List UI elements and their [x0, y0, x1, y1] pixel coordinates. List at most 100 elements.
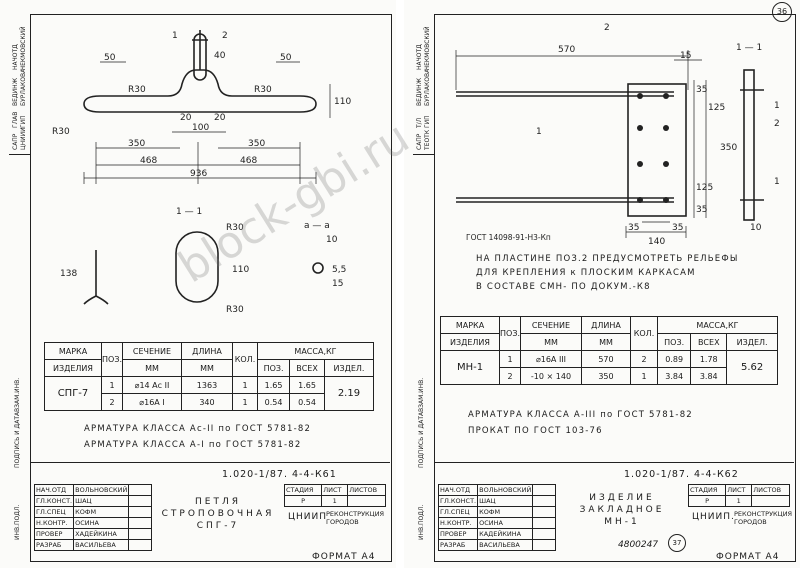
plate-hole [637, 125, 643, 131]
right-dim-140 [625, 221, 687, 238]
tb-role: Н.КОНТР. [33, 517, 75, 529]
tb-role: НАЧ.ОТД [33, 484, 75, 496]
tb-name: ВАСИЛЬЕВА [73, 539, 130, 551]
right-spec-h-marka: МАРКА [440, 316, 500, 334]
tb-sign [128, 528, 152, 540]
tb-name: ХАДЕЙКИНА [73, 528, 130, 540]
right-spec-h-massa: МАССА,КГ [656, 316, 779, 334]
tb-role: РАЗРАБ [33, 539, 75, 551]
right-spec-total: 5.62 [726, 350, 778, 385]
left-side-strip [9, 14, 31, 560]
plate-hole [663, 93, 669, 99]
page-number-top: 36 [772, 2, 792, 22]
r-lbl-pos2: 2 [604, 23, 610, 33]
right-spec-h-vseh: ВСЕХ [690, 333, 728, 351]
plate-hole [637, 93, 643, 99]
right-stamp-number: 4800247 [618, 540, 659, 550]
lbl-d20a: 20 [180, 113, 192, 123]
r-lbl-d35b: 35 [696, 205, 707, 215]
tb-sign [532, 506, 556, 518]
right-note-line-2: В СОСТАВЕ СМН- ПО ДОКУМ.-К8 [476, 282, 651, 292]
section-loop [175, 231, 219, 303]
table-cell: 1 [231, 393, 258, 411]
right-dim-570 [455, 50, 702, 90]
lbl-d468b: 468 [240, 156, 257, 166]
left-spec-h-dlina: ДЛИНА [180, 342, 233, 360]
table-cell: ⌀14 Ас II [121, 376, 182, 394]
loop-bar [83, 69, 317, 113]
left-dim-ticks [83, 142, 317, 184]
tb-sign [128, 484, 152, 496]
plate-hole [637, 161, 643, 167]
table-cell: 0.54 [256, 393, 291, 411]
right-note-line-0: НА ПЛАСТИНЕ ПОЗ.2 ПРЕДУСМОТРЕТЬ РЕЛЬЕФЫ [476, 254, 739, 264]
right-side-strip [413, 14, 435, 560]
left-org2: РЕКОНСТРУКЦИЯ ГОРОДОВ [326, 510, 385, 526]
left-spec-h-sech: СЕЧЕНИЕ [121, 342, 182, 360]
left-doc-code: 1.020-1/87. 4-4-К61 [222, 469, 337, 480]
tb-sign [532, 539, 556, 551]
right-side-top-block [413, 14, 435, 155]
lbl-pos1: 1 [172, 31, 178, 41]
r-lbl-pos1c: 1 [774, 177, 780, 187]
section-bar [83, 250, 109, 305]
table-row: 1 [499, 350, 521, 368]
table-cell: -10 × 140 [519, 367, 582, 385]
mn-section-plate [743, 69, 755, 221]
right-spec-h-poz: ПОЗ. [499, 316, 521, 351]
left-note-0: АРМАТУРА КЛАССА Ас-II по ГОСТ 5781-82 [84, 424, 312, 434]
right-listov [751, 495, 790, 507]
right-spec-h-sech: СЕЧЕНИЕ [519, 316, 582, 334]
plate-hole [663, 161, 669, 167]
right-drawing: 570 15 1 — 1 1 2 1 1 2 35 125 350 125 35… [455, 23, 780, 247]
table-cell: 0.54 [289, 393, 325, 411]
table-cell: 2 [629, 350, 658, 368]
lbl-r30c: R30 [52, 127, 70, 137]
left-title-line-2: СПГ-7 [196, 521, 240, 531]
right-spec-mark: МН-1 [440, 350, 500, 385]
right-spec-h-kol: КОЛ. [629, 316, 658, 351]
tb-name: КОФМ [73, 506, 130, 518]
r-lbl-d125b: 125 [696, 183, 713, 193]
lbl-secaa: а — а [304, 221, 330, 231]
right-sheet: САПР ТЕОТК Т/Л ГИП ВЕДИНЖ БУРЛАКОВА НАЧО… [404, 0, 800, 568]
left-spec-h-massa: МАССА,КГ [256, 342, 375, 360]
lbl-d55: 5,5 [332, 265, 346, 275]
table-cell: 1 [629, 367, 658, 385]
right-note-1: ПРОКАТ ПО ГОСТ 103-76 [468, 426, 603, 436]
left-spec-h-poz2: ПОЗ. [256, 359, 291, 377]
right-format: ФОРМАТ А4 [716, 552, 780, 562]
mn-section-bars [740, 89, 764, 201]
table-cell: 1.78 [690, 350, 728, 368]
lbl-d40: 40 [214, 51, 226, 61]
tb-role: Н.КОНТР. [437, 517, 479, 529]
tb-name: КАДЕЙКИНА [477, 528, 534, 540]
lbl-r30a: R30 [128, 85, 146, 95]
r-lbl-gost: ГОСТ 14098-91-Н3-Кп [466, 233, 551, 242]
left-sheet: САПР ЦНИИИ ГЛАВ ГИП ВЕДИНЖ БУРЛАКОВА НАЧ… [0, 0, 396, 568]
left-tb-top-line [30, 462, 390, 463]
loop-eye [193, 33, 207, 81]
left-listov [347, 495, 386, 507]
tb-role: ГЛ.СПЕЦ [33, 506, 75, 518]
plate-hole [663, 197, 669, 203]
right-org2: РЕКОНСТРУКЦИЯ ГОРОДОВ [734, 510, 793, 526]
right-stadia-h: СТАДИЯ [687, 484, 727, 496]
r-lbl-d35a: 35 [696, 85, 707, 95]
r-lbl-d570: 570 [558, 45, 575, 55]
r-lbl-pos1b: 1 [774, 101, 780, 111]
right-spec-h-poz2: ПОЗ. [656, 333, 692, 351]
left-spec-total: 2.19 [323, 376, 375, 411]
left-list: 1 [321, 495, 349, 507]
section-aa-circle [312, 262, 324, 274]
table-cell: 1.65 [256, 376, 291, 394]
lbl-d138: 138 [60, 269, 77, 279]
lbl-r30e: R30 [226, 305, 244, 315]
left-spec-h-mm: ММ [121, 359, 182, 377]
r-lbl-d35d: 35 [672, 223, 683, 233]
r-lbl-sec11: 1 — 1 [736, 43, 762, 53]
left-dim-top [100, 61, 300, 133]
left-spec-h-mm2: ММ [180, 359, 233, 377]
